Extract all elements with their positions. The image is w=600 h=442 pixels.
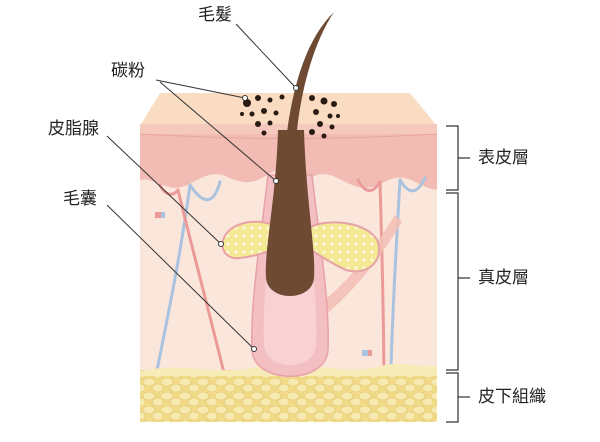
label-hair-follicle: 毛囊 — [63, 189, 97, 209]
leader-lines — [106, 23, 297, 350]
label-epidermis: 表皮層 — [478, 148, 529, 168]
subcutaneous-layer — [140, 370, 437, 422]
skin-surface — [140, 93, 437, 126]
label-carbon: 碳粉 — [111, 61, 145, 81]
layer-brackets — [446, 125, 470, 423]
hair-bulb — [265, 130, 315, 296]
sebaceous-gland-right — [304, 221, 381, 273]
label-sebaceous-gland: 皮脂腺 — [48, 119, 99, 139]
carbon-particles — [240, 94, 340, 139]
hair-shaft — [286, 12, 334, 140]
label-dermis: 真皮層 — [478, 268, 529, 288]
label-hair: 毛髮 — [198, 5, 232, 25]
label-subcutaneous: 皮下組織 — [478, 387, 546, 407]
